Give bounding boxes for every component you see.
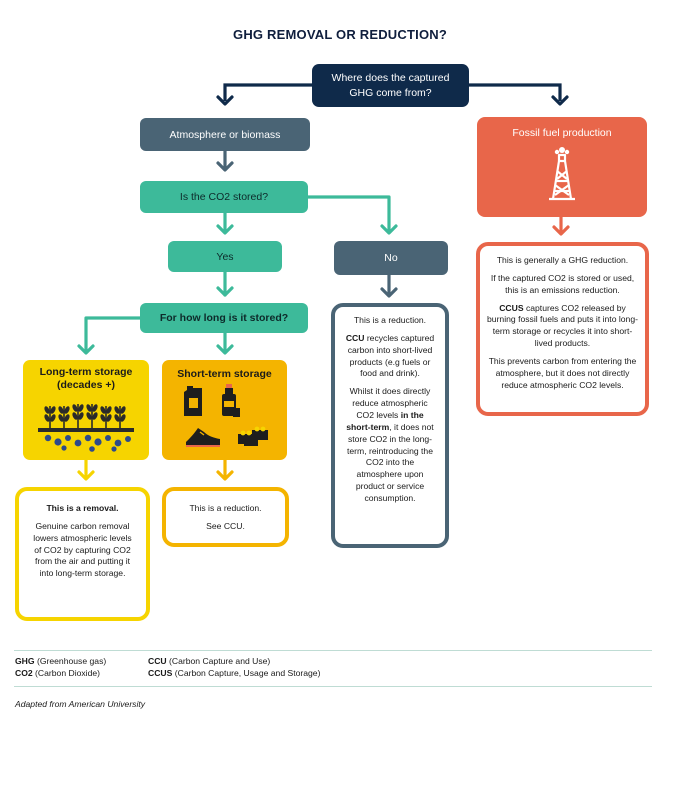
legend-ccus-def: (Carbon Capture, Usage and Storage): [172, 667, 321, 678]
toy-bricks-icon: [238, 426, 268, 446]
co2-stored-question-box: Is the CO2 stored?: [140, 181, 308, 213]
source-question-box: Where does the captured GHG come from?: [312, 64, 469, 107]
legend-column-2: CCU (Carbon Capture and Use) CCUS (Carbo…: [148, 656, 320, 679]
wheat-field-icon: [38, 404, 134, 452]
long-term-storage-card: Long-term storage (decades +): [23, 360, 149, 460]
legend-column-1: GHG (Greenhouse gas) CO2 (Carbon Dioxide…: [15, 656, 106, 679]
no-storage-panel: This is a reduction. CCU recycles captur…: [331, 303, 449, 548]
short-term-panel-line-1: This is a reduction.: [189, 503, 262, 513]
yes-box: Yes: [168, 241, 282, 272]
short-term-panel: This is a reduction. See CCU.: [162, 487, 289, 547]
removal-heading: This is a removal.: [46, 503, 119, 513]
short-term-storage-card: Short-term storage: [162, 360, 287, 460]
page-title: GHG REMOVAL OR REDUCTION?: [233, 27, 447, 42]
ccus-description: captures CO2 released by burning fossil …: [487, 302, 638, 349]
no-panel-text-a: Whilst it does directly reduce atmospher…: [349, 386, 431, 421]
ccu-description: recycles captured carbon into short-live…: [347, 332, 435, 379]
no-panel-line-1: This is a reduction.: [353, 315, 427, 325]
ccu-term: CCU: [345, 332, 365, 343]
fossil-panel-line-4: This prevents carbon from entering the a…: [488, 356, 637, 390]
long-term-panel: This is a removal. Genuine carbon remova…: [15, 487, 150, 621]
legend-ccus-term: CCUS: [148, 667, 173, 678]
fossil-fuel-box: Fossil fuel production: [477, 117, 647, 217]
shoe-icon: [186, 428, 220, 447]
oil-derrick-icon: [549, 147, 575, 201]
no-panel-text-c: , it does not store CO2 in the long-term…: [347, 421, 434, 504]
ccus-term: CCUS: [499, 302, 524, 313]
storage-duration-question-box: For how long is it stored?: [140, 303, 308, 333]
legend-co2-def: (Carbon Dioxide): [32, 667, 101, 678]
fossil-panel-line-2: If the captured CO2 is stored or used, t…: [490, 272, 635, 295]
no-panel-emphasis: in the short-term: [346, 410, 424, 432]
fossil-panel: This is generally a GHG reduction. If th…: [476, 242, 649, 416]
source-note: Adapted from American University: [15, 699, 146, 709]
legend-ghg-term: GHG: [15, 656, 35, 666]
legend-co2-term: CO2: [15, 667, 33, 678]
legend-bottom-divider: [14, 686, 652, 687]
fossil-fuel-label: Fossil fuel production: [512, 127, 612, 139]
no-box: No: [334, 241, 448, 275]
bottle-icon: [222, 384, 240, 417]
legend-ccu-term: CCU: [148, 656, 167, 666]
removal-body: Genuine carbon removal lowers atmospheri…: [33, 520, 132, 579]
long-term-storage-label: Long-term storage (decades +): [39, 366, 133, 392]
fossil-panel-line-1: This is generally a GHG reduction.: [496, 255, 629, 265]
legend-ghg-def: (Greenhouse gas): [34, 656, 107, 666]
short-term-panel-line-2: See CCU.: [206, 520, 245, 531]
fuel-can-icon: [184, 386, 202, 416]
short-term-storage-label: Short-term storage: [177, 368, 272, 380]
legend-ccu-def: (Carbon Capture and Use): [166, 656, 271, 666]
atmosphere-biomass-box: Atmosphere or biomass: [140, 118, 310, 151]
legend-top-divider: [14, 650, 652, 651]
